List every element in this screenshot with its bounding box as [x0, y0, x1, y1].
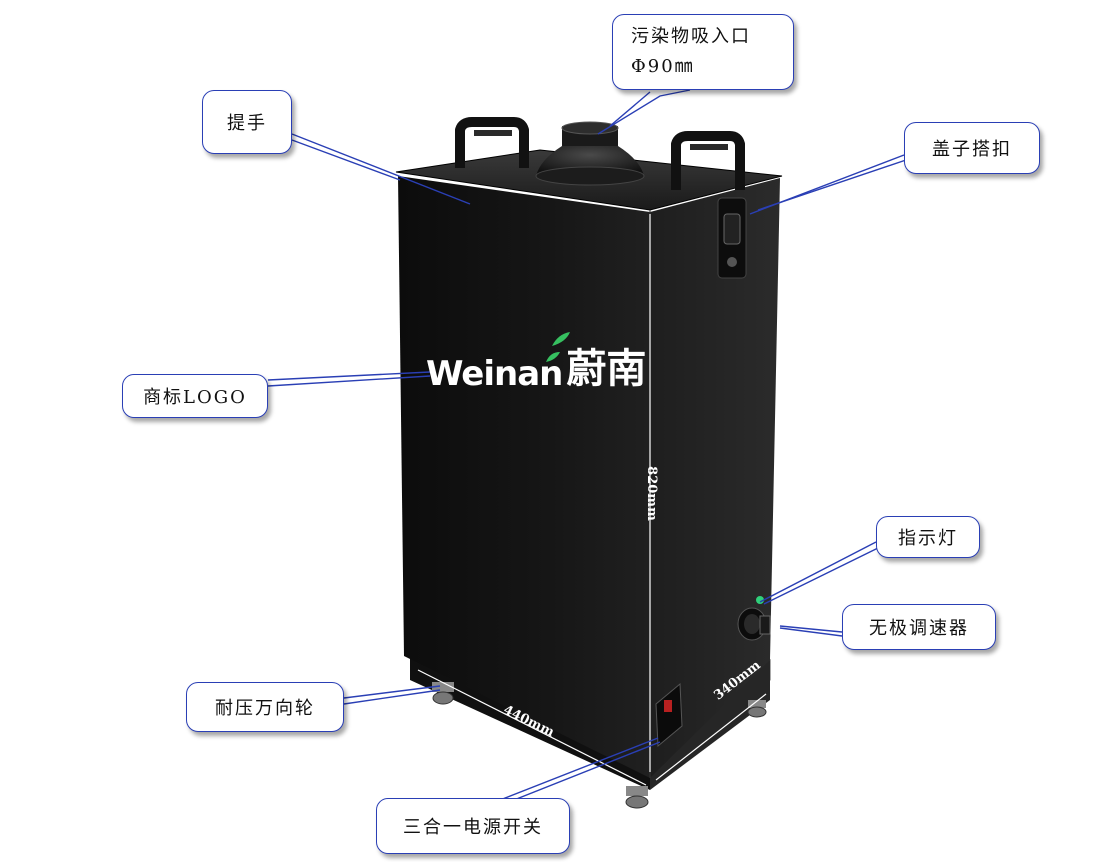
caster-wheel	[625, 786, 649, 809]
leader-logo	[267, 375, 431, 387]
base-skirt-side	[650, 660, 770, 790]
brand-latin: Weinan	[426, 354, 563, 394]
brand-logo: Weinan 蔚南	[426, 336, 646, 394]
leader-power	[503, 741, 661, 805]
leader-handle	[291, 133, 471, 205]
leader-casters	[343, 685, 441, 699]
inlet-port	[535, 121, 645, 186]
power-switch-panel	[655, 682, 683, 748]
callout-logo: 商标LOGO	[122, 374, 268, 418]
callout-speed-control: 无极调速器	[842, 604, 996, 650]
callout-inlet: 污染物吸入口 Φ90㎜	[612, 14, 794, 90]
handle-right	[671, 131, 745, 190]
leader-logo	[267, 371, 431, 381]
callout-inlet-line2: Φ90㎜	[631, 56, 695, 77]
brand-leaf-icon	[552, 332, 570, 346]
leader-lines	[267, 89, 907, 805]
leader-handle	[291, 139, 401, 181]
leader-indicator	[759, 541, 877, 603]
callout-lid-clasp: 盖子搭扣	[904, 122, 1040, 174]
callout-handle: 提手	[202, 90, 292, 154]
speed-knob	[737, 607, 771, 641]
cabinet-front	[398, 176, 650, 778]
indicator-light	[756, 596, 764, 604]
leader-speed	[779, 625, 843, 633]
height-dimension-label: 820mm	[643, 466, 659, 521]
callout-indicator: 指示灯	[876, 516, 980, 558]
leader-casters	[343, 689, 441, 705]
leader-indicator	[763, 547, 879, 605]
handle-left	[455, 117, 529, 168]
leader-speed	[779, 627, 843, 637]
leader-inlet	[597, 89, 691, 135]
leader-power	[499, 737, 659, 801]
leader-clasp	[757, 159, 907, 211]
width-dimension-line	[417, 669, 647, 786]
depth-dimension-line	[655, 693, 767, 781]
lid-clasp	[717, 197, 747, 279]
caster-wheel	[747, 700, 767, 718]
brand-chinese: 蔚南	[566, 346, 647, 392]
brand-leaf-icon	[546, 352, 560, 362]
callout-casters: 耐压万向轮	[186, 682, 344, 732]
callout-power-switch: 三合一电源开关	[376, 798, 570, 854]
leader-inlet	[609, 91, 651, 127]
caster-wheel	[432, 682, 454, 705]
callout-inlet-line1: 污染物吸入口	[631, 26, 751, 47]
